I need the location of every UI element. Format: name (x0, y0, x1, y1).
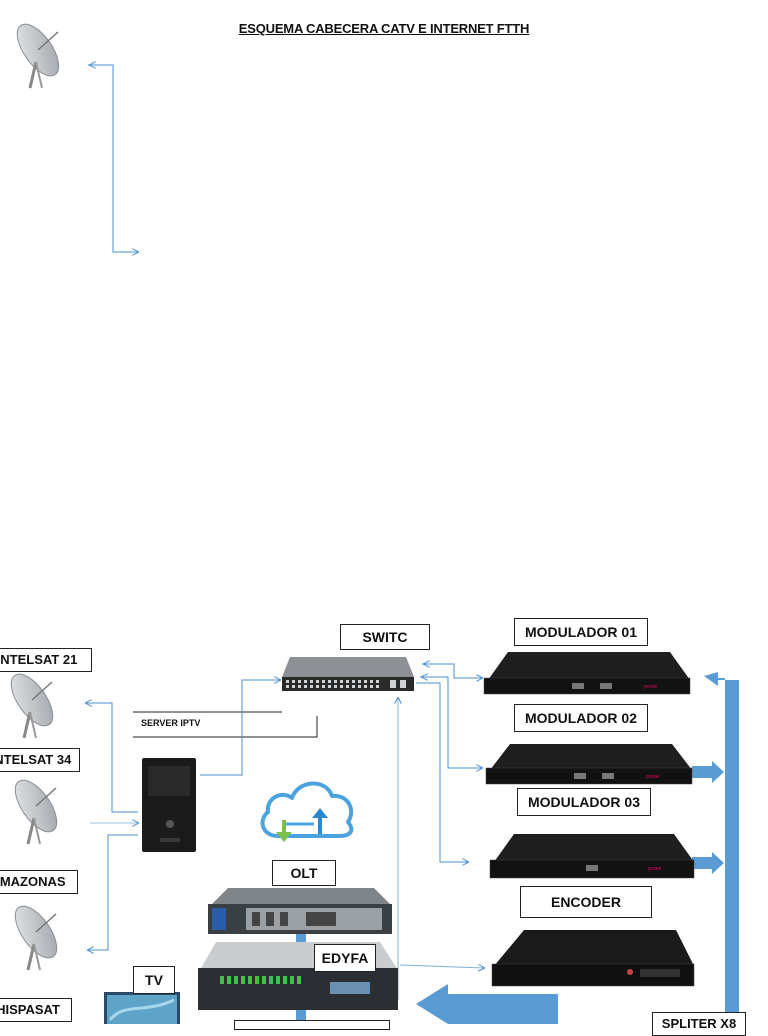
hispasat-label: HISPASAT (0, 998, 72, 1022)
intelsat-34-label: INTELSAT 34 (0, 748, 80, 772)
amazonas-server-wire (88, 834, 138, 950)
olt-label: OLT (272, 860, 336, 886)
intelsat21-server-wire (86, 703, 138, 813)
olt-device (208, 888, 392, 934)
edyfa-label: EDYFA (314, 944, 376, 972)
encoder-label: ENCODER (520, 886, 652, 918)
switch-mod1-wire (422, 663, 482, 678)
mod2-bus-arrow (692, 761, 724, 783)
edyfa-output-box (234, 1020, 390, 1030)
modulator-01-device: pcsne (483, 652, 691, 695)
edyfa-encoder-wire (399, 965, 484, 968)
rf-bus-arrow (704, 672, 739, 1024)
modulator-02-device: pcsne (485, 744, 693, 785)
intelsat-21-label: INTELSAT 21 (0, 648, 92, 672)
modulator-03-device: pcsne (489, 834, 695, 879)
switch-device (282, 657, 414, 691)
spliter-return-arrow (416, 984, 558, 1024)
tv-label: TV (133, 966, 175, 994)
amazonas-dish-icon (5, 897, 67, 972)
intelsat-34-dish-icon (5, 771, 67, 846)
server-iptv-label: SERVER IPTV (141, 718, 201, 728)
cloud-sync-icon (260, 781, 354, 842)
modulador-03-label: MODULADOR 03 (517, 788, 651, 816)
modulador-02-label: MODULADOR 02 (514, 704, 648, 732)
tv-icon (104, 992, 180, 1024)
svg-text:pcsne: pcsne (646, 774, 660, 780)
mod3-bus-arrow (692, 852, 724, 874)
top-feed-wire (88, 64, 138, 252)
switch-label: SWITC (340, 624, 430, 650)
server-switch-wire (200, 680, 280, 776)
svg-text:pcsne: pcsne (644, 684, 658, 690)
switch-mod2-wire (420, 676, 482, 768)
spliter-label: SPLITER X8 (652, 1012, 746, 1036)
amazonas-label: AMAZONAS (0, 870, 78, 894)
top-dish-icon (7, 15, 69, 90)
encoder-device (491, 930, 695, 987)
switch-mod3-wire (416, 682, 468, 862)
svg-text:pcsne: pcsne (648, 866, 662, 872)
diagram-title: ESQUEMA CABECERA CATV E INTERNET FTTH (238, 21, 530, 36)
modulador-01-label: MODULADOR 01 (514, 618, 648, 646)
server-iptv-tower (142, 758, 196, 852)
intelsat-21-dish-icon (1, 665, 63, 740)
